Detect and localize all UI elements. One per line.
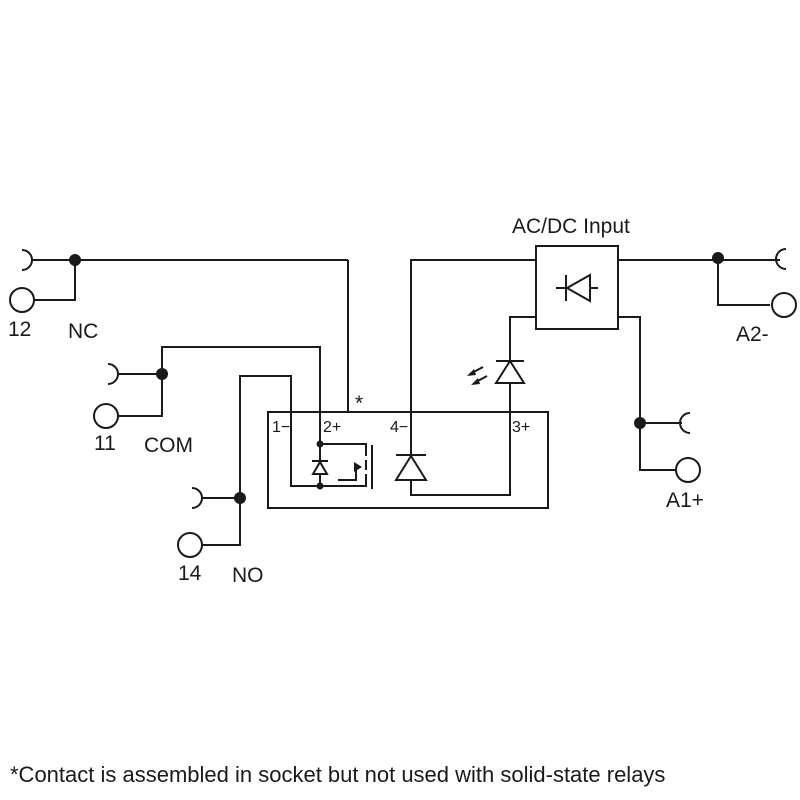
relay-module: 1− 2+ 4− 3+ * xyxy=(267,392,549,509)
terminal-group-nc: 12 NC xyxy=(8,249,349,412)
opto-diode-icon xyxy=(394,454,428,481)
a1-junction-dot xyxy=(634,417,646,429)
pin-1-internal-wire xyxy=(290,412,320,487)
rectifier-block xyxy=(535,245,619,330)
terminal-a2-hook xyxy=(775,248,787,270)
a1-drop-wire xyxy=(639,423,676,471)
nc-junction-dot xyxy=(69,254,81,266)
com-to-relay-wire xyxy=(161,346,321,412)
unused-contact-asterisk: * xyxy=(355,392,363,415)
terminal-14-label: 14 xyxy=(178,562,202,585)
led-triangle xyxy=(494,359,526,384)
com-junction-dot xyxy=(156,368,168,380)
terminal-14-hook xyxy=(191,487,203,509)
rectifier-triangle xyxy=(564,273,591,303)
com-drop-wire xyxy=(118,374,163,417)
terminal-a1-socket xyxy=(675,457,701,483)
terminal-11-hook xyxy=(107,363,119,385)
input-title: AC/DC Input xyxy=(512,215,630,238)
footnote: *Contact is assembled in socket but not … xyxy=(10,762,665,787)
nc-drop-wire xyxy=(34,260,76,301)
pin-1-label: 1− xyxy=(272,419,290,436)
terminal-group-no: 14 NO xyxy=(177,375,292,587)
nc-label: NC xyxy=(68,320,98,343)
body-diode-icon xyxy=(311,460,329,475)
pin-2-label: 2+ xyxy=(323,419,341,436)
terminal-12-socket xyxy=(9,287,35,313)
terminal-group-com: 11 COM xyxy=(93,346,321,457)
led-emission-2-head xyxy=(471,378,480,385)
no-drop-wire xyxy=(202,498,241,546)
led-emission-1-head xyxy=(467,369,476,376)
no-to-relay-wire xyxy=(239,375,292,498)
mosfet-gate-body xyxy=(338,467,357,481)
pin-4-internal-wire xyxy=(410,412,511,496)
terminal-11-socket xyxy=(93,403,119,429)
pin-4-to-rectifier-wire xyxy=(410,259,536,412)
mosfet-upper-lead xyxy=(320,443,367,449)
a1-wire xyxy=(618,316,682,424)
mosfet-arrow-icon xyxy=(354,462,362,472)
terminal-a1-hook xyxy=(679,412,691,434)
com-label: COM xyxy=(144,434,193,457)
a2-label: A2- xyxy=(736,323,769,346)
mosfet-node-bottom xyxy=(316,482,324,490)
terminal-a2-socket xyxy=(771,292,797,318)
terminal-11-label: 11 xyxy=(94,432,116,455)
terminal-14-socket xyxy=(177,532,203,558)
mosfet-output-icon xyxy=(290,412,373,490)
no-label: NO xyxy=(232,564,264,587)
terminal-12-label: 12 xyxy=(8,318,31,341)
a2-junction-dot xyxy=(712,252,724,264)
status-led-icon xyxy=(467,359,526,385)
a2-drop-wire xyxy=(717,260,770,306)
a1-label: A1+ xyxy=(666,489,704,512)
mosfet-node-top xyxy=(316,440,324,448)
input-circuit: AC/DC Input A2- A1+ xyxy=(410,215,797,512)
led-wire xyxy=(509,316,536,412)
optocoupler-input-icon xyxy=(394,412,511,496)
pin-4-label: 4− xyxy=(390,419,408,436)
rectifier-diode-icon xyxy=(556,273,598,303)
terminal-12-hook xyxy=(21,249,33,271)
pin-3-label: 3+ xyxy=(512,419,530,436)
relay-outline xyxy=(267,411,549,509)
no-junction-dot xyxy=(234,492,246,504)
